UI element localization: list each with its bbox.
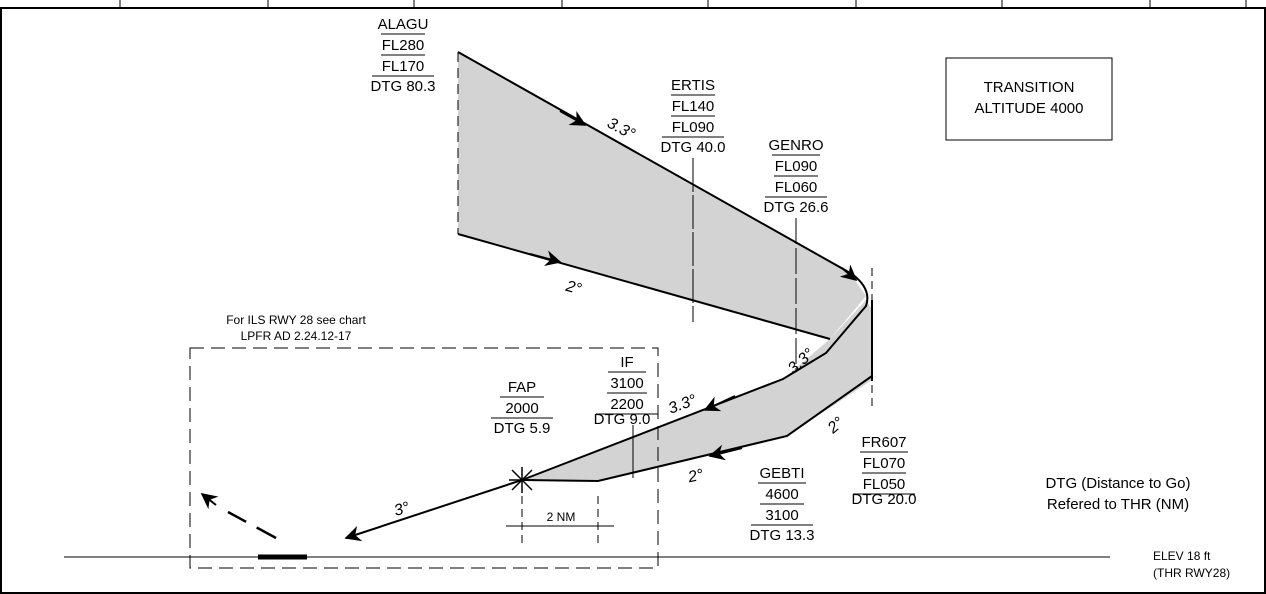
alagu-upper: FL280 bbox=[382, 37, 425, 54]
genro-name: GENRO bbox=[768, 137, 823, 154]
waypoint-fr607: FR607 FL070 FL050 DTG 20.0 bbox=[851, 434, 916, 508]
waypoint-if: IF 3100 2200 DTG 9.0 bbox=[594, 354, 658, 428]
if-name: IF bbox=[620, 354, 633, 371]
transition-line-1: TRANSITION bbox=[984, 79, 1075, 96]
lower-right-track-line bbox=[521, 375, 873, 483]
if-upper: 3100 bbox=[610, 375, 643, 392]
gradient-right-mid: 2° bbox=[824, 414, 848, 438]
fr607-name: FR607 bbox=[861, 434, 906, 451]
ils-dashed-box bbox=[189, 347, 659, 569]
elevation-line-1: ELEV 18 ft bbox=[1153, 549, 1211, 563]
lower-track-line bbox=[457, 233, 831, 340]
fap-symbol bbox=[509, 467, 535, 493]
ils-note-line-2: LPFR AD 2.24.12-17 bbox=[241, 329, 352, 343]
fap-name: FAP bbox=[508, 379, 536, 396]
transition-line-2: ALTITUDE 4000 bbox=[975, 100, 1084, 117]
fap-upper: 2000 bbox=[505, 400, 538, 417]
dtg-note-line-2: Refered to THR (NM) bbox=[1047, 496, 1189, 513]
fr607-dtg: DTG 20.0 bbox=[851, 491, 916, 508]
upper-mid-arrow bbox=[703, 395, 736, 412]
ertis-lower: FL090 bbox=[672, 119, 715, 136]
genro-lower: FL060 bbox=[775, 179, 818, 196]
final-approach-line bbox=[344, 479, 523, 542]
gebti-name: GEBTI bbox=[759, 465, 804, 482]
gebti-lower: 3100 bbox=[765, 507, 798, 524]
gradient-lower-top: 2° bbox=[563, 278, 584, 299]
turn-arrow bbox=[839, 264, 858, 282]
fr607-lower: FL050 bbox=[863, 476, 906, 493]
missed-approach-dashed bbox=[227, 510, 277, 540]
transition-altitude-box bbox=[945, 57, 1113, 141]
gradient-lower-mid: 2° bbox=[686, 466, 706, 486]
waypoint-gebti: GEBTI 4600 3100 DTG 13.3 bbox=[749, 465, 814, 544]
genro-dtg: DTG 26.6 bbox=[763, 199, 828, 216]
distance-2nm-label: 2 NM bbox=[547, 510, 576, 524]
waypoint-fap: FAP 2000 DTG 5.9 bbox=[491, 379, 553, 437]
alagu-name: ALAGU bbox=[378, 16, 429, 33]
elevation-line-2: (THR RWY28) bbox=[1153, 566, 1230, 580]
gradient-final: 3° bbox=[392, 499, 412, 520]
fap-dtg: DTG 5.9 bbox=[494, 420, 551, 437]
alagu-lower: FL170 bbox=[382, 58, 425, 75]
waypoint-ertis: ERTIS FL140 FL090 DTG 40.0 bbox=[660, 77, 725, 156]
alagu-dtg: DTG 80.3 bbox=[370, 78, 435, 95]
ertis-dtg: DTG 40.0 bbox=[660, 139, 725, 156]
upper-corridor-shading bbox=[458, 52, 866, 339]
waypoint-alagu: ALAGU FL280 FL170 DTG 80.3 bbox=[370, 16, 435, 95]
lower-mid-arrow bbox=[708, 444, 743, 461]
if-dtg: DTG 9.0 bbox=[594, 411, 651, 428]
upper-top-arrow bbox=[559, 110, 587, 126]
gebti-dtg: DTG 13.3 bbox=[749, 527, 814, 544]
gebti-upper: 4600 bbox=[765, 486, 798, 503]
if-lower: 2200 bbox=[610, 396, 643, 413]
waypoint-genro: GENRO FL090 FL060 DTG 26.6 bbox=[763, 137, 828, 216]
ertis-upper: FL140 bbox=[672, 98, 715, 115]
dtg-note-line-1: DTG (Distance to Go) bbox=[1045, 475, 1190, 492]
missed-approach-arrow bbox=[200, 493, 219, 510]
genro-upper: FL090 bbox=[775, 158, 818, 175]
ils-note-line-1: For ILS RWY 28 see chart bbox=[226, 313, 366, 327]
fr607-upper: FL070 bbox=[863, 455, 906, 472]
top-table-dividers bbox=[119, 0, 1247, 8]
lower-top-arrow bbox=[529, 250, 562, 267]
ertis-name: ERTIS bbox=[671, 77, 715, 94]
